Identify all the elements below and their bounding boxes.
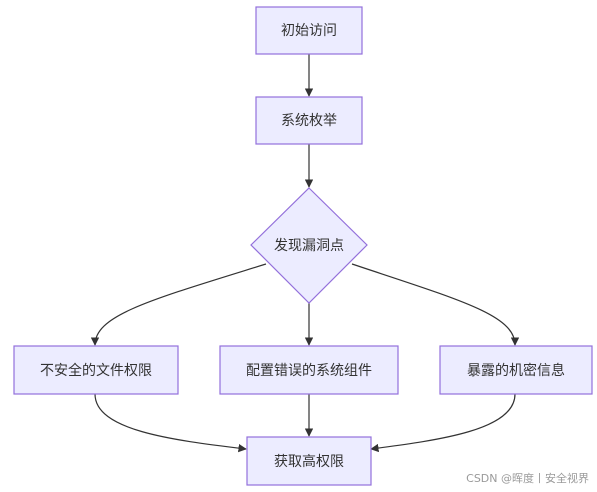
watermark: CSDN @晖度丨安全视界 <box>466 472 589 485</box>
node-initial-access-label: 初始访问 <box>281 22 337 39</box>
node-exposed-secrets-label: 暴露的机密信息 <box>467 362 565 379</box>
node-find-vulnerability-label: 发现漏洞点 <box>274 238 344 254</box>
node-system-enumeration: 系统枚举 <box>255 96 363 145</box>
node-gain-high-privilege: 获取高权限 <box>246 436 372 486</box>
node-insecure-file-permissions: 不安全的文件权限 <box>13 345 179 395</box>
node-system-enumeration-label: 系统枚举 <box>281 113 337 129</box>
edges <box>90 54 520 453</box>
node-exposed-secrets: 暴露的机密信息 <box>439 345 593 395</box>
edge-leak-priv <box>370 393 516 453</box>
edge-perm-priv <box>94 393 247 453</box>
node-initial-access: 初始访问 <box>255 6 363 55</box>
node-insecure-file-permissions-label: 不安全的文件权限 <box>40 362 152 379</box>
edge-vuln-leak <box>351 263 520 346</box>
node-gain-high-privilege-label: 获取高权限 <box>274 453 344 470</box>
node-find-vulnerability: 发现漏洞点 <box>250 187 368 304</box>
node-misconfigured-components-label: 配置错误的系统组件 <box>246 363 372 379</box>
node-misconfigured-components: 配置错误的系统组件 <box>219 345 399 395</box>
edge-vuln-perm <box>90 263 267 346</box>
